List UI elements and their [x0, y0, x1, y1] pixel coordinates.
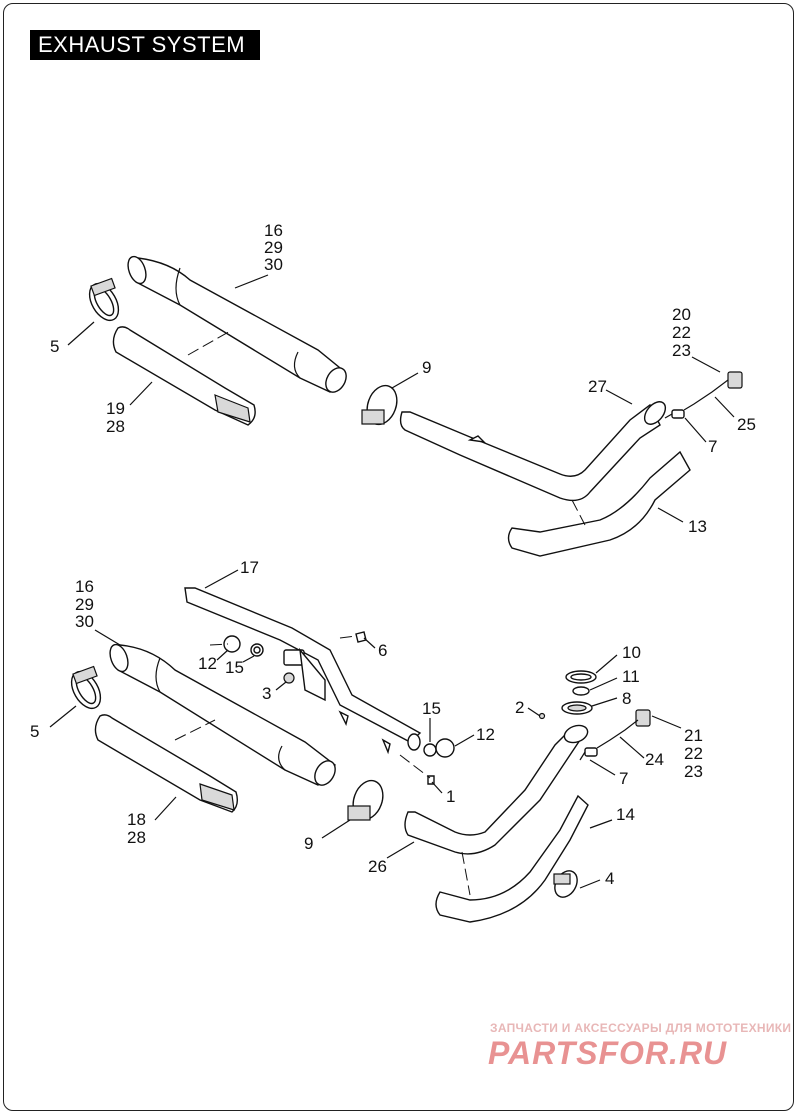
- gasket-stack: [538, 670, 597, 720]
- callout-lower-p: 7: [619, 769, 628, 788]
- callout-lower-i: 12: [476, 725, 495, 744]
- callout-lower-t: 9: [304, 834, 313, 853]
- callout-upper-a-3: 30: [264, 255, 283, 274]
- lower-clamp-5: [70, 665, 102, 710]
- upper-clamp-5: [88, 277, 120, 322]
- upper-heat-shield: [112, 326, 256, 426]
- lower-hardware: [209, 631, 455, 785]
- callout-lower-q: 1: [446, 787, 455, 806]
- lower-heat-shield: [94, 714, 239, 813]
- callout-lower-g: 3: [262, 684, 271, 703]
- callout-lower-n-2: 22: [684, 744, 703, 763]
- page-title: EXHAUST SYSTEM: [30, 30, 260, 60]
- callout-upper-d: 9: [422, 358, 431, 377]
- callout-lower-n-3: 23: [684, 762, 703, 781]
- callout-upper-a-2: 29: [264, 238, 283, 257]
- callout-upper-b: 5: [50, 337, 59, 356]
- svg-text:PARTSFOR.RU: PARTSFOR.RU: [488, 1036, 727, 1070]
- upper-heat-shield-13: [507, 450, 691, 557]
- callout-lower-u: 26: [368, 857, 387, 876]
- callout-lower-a-3: 30: [75, 612, 94, 631]
- lower-head-pipe: [404, 724, 589, 896]
- callout-upper-f-1: 20: [672, 305, 691, 324]
- callout-lower-o: 24: [645, 750, 664, 769]
- upper-head-pipe: [399, 401, 667, 502]
- leader-lines: [49, 274, 735, 889]
- callout-lower-v: 4: [605, 869, 614, 888]
- watermark-logo: PARTSFOR.RU: [488, 1036, 727, 1070]
- lower-bracket-17: [184, 587, 422, 755]
- lower-muffler: [109, 643, 337, 786]
- callout-lower-r-2: 28: [127, 828, 146, 847]
- callout-lower-f: 6: [378, 641, 387, 660]
- callout-lower-d: 12: [198, 654, 217, 673]
- callout-labels: 16 29 30 5 19 28 9 27 20 22 23 25 7 13 1…: [30, 221, 756, 888]
- upper-muffler: [127, 255, 347, 393]
- callout-upper-f-3: 23: [672, 341, 691, 360]
- callout-upper-f-2: 22: [672, 323, 691, 342]
- callout-lower-h: 15: [422, 699, 441, 718]
- lower-clamp-4: [553, 870, 578, 898]
- callout-lower-n-1: 21: [684, 726, 703, 745]
- upper-clamp-9: [361, 384, 398, 426]
- callout-upper-a-1: 16: [264, 221, 283, 240]
- callout-upper-e: 27: [588, 377, 607, 396]
- callout-upper-h: 7: [708, 437, 717, 456]
- callout-lower-c: 5: [30, 722, 39, 741]
- callout-upper-i: 13: [688, 517, 707, 536]
- page-frame: [3, 3, 794, 1111]
- upper-o2-sensor: [664, 371, 743, 419]
- watermark-caption: ЗАПЧАСТИ И АКСЕССУАРЫ ДЛЯ МОТОТЕХНИКИ: [490, 1021, 792, 1035]
- callout-lower-s: 14: [616, 805, 635, 824]
- callout-lower-a-1: 16: [75, 577, 94, 596]
- callout-upper-c-1: 19: [106, 399, 125, 418]
- callout-upper-c-2: 28: [106, 417, 125, 436]
- callout-lower-b: 17: [240, 558, 259, 577]
- callout-upper-g: 25: [737, 415, 756, 434]
- callout-lower-j: 10: [622, 643, 641, 662]
- lower-o2-sensor: [579, 709, 651, 761]
- callout-lower-l: 8: [622, 689, 631, 708]
- callout-lower-r-1: 18: [127, 810, 146, 829]
- lower-clamp-9: [347, 779, 384, 821]
- callout-lower-k: 11: [622, 667, 640, 686]
- callout-lower-e: 15: [225, 658, 244, 677]
- callout-lower-a-2: 29: [75, 595, 94, 614]
- lower-heat-shield-14: [435, 794, 589, 923]
- callout-lower-m: 2: [515, 698, 524, 717]
